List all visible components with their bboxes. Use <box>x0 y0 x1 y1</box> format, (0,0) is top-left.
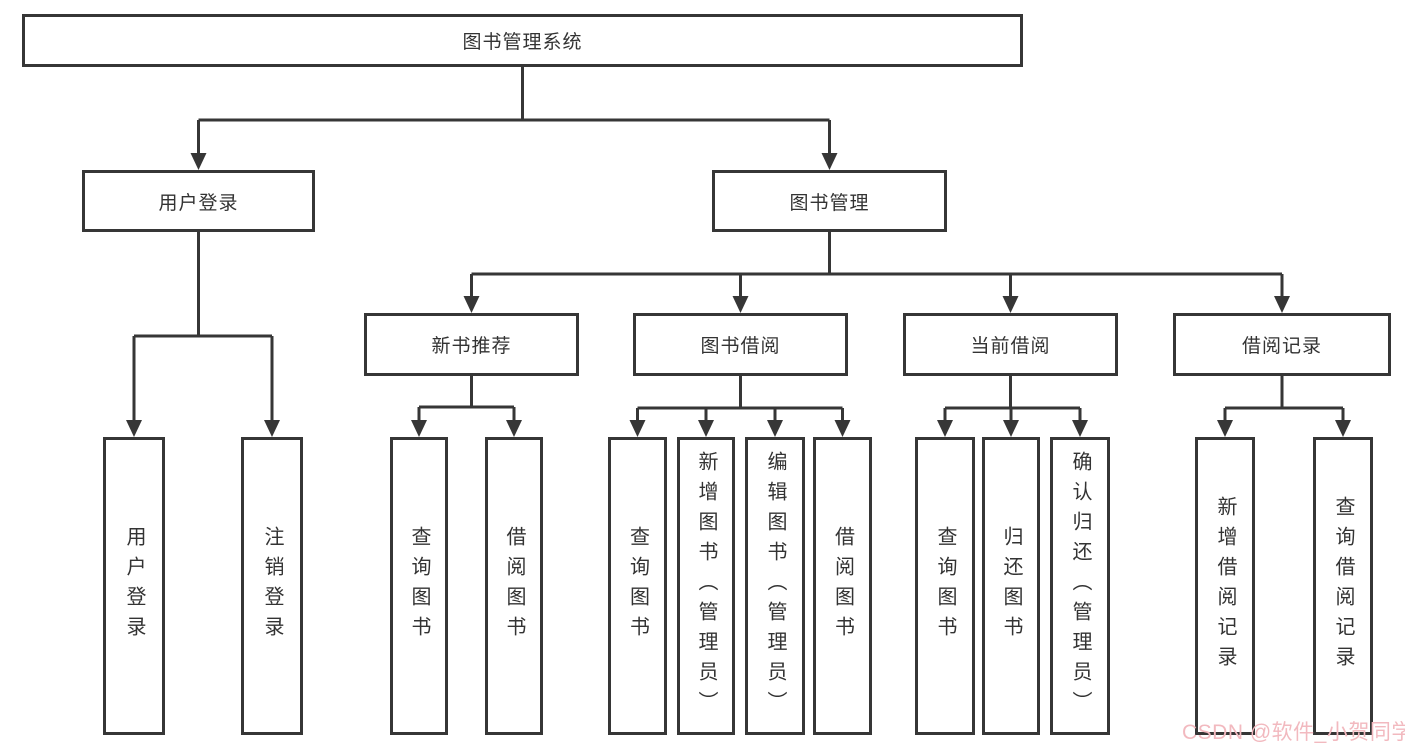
node-label: 图书管理系统 <box>462 32 583 53</box>
node-label: 查询图书 <box>626 526 649 646</box>
arrow-down-icon <box>411 420 427 437</box>
watermark: CSDN @软件_小贺同学 <box>1182 721 1405 744</box>
arrow-down-icon <box>821 153 838 170</box>
arrow-down-icon <box>1002 296 1019 313</box>
arrow-down-icon <box>629 420 646 437</box>
arrow-down-icon <box>463 296 480 313</box>
node-library-management-system: 图书管理系统 <box>22 14 1023 67</box>
node-book-management: 图书管理 <box>712 170 947 232</box>
leaf-borrow-books-borrowing: 借阅图书 <box>813 437 872 735</box>
arrow-down-icon <box>698 420 714 437</box>
arrow-down-icon <box>126 420 142 437</box>
node-label: 用户登录 <box>123 526 145 646</box>
node-label: 新书推荐 <box>431 336 512 357</box>
node-label: 查询图书 <box>408 526 430 646</box>
leaf-query-borrow-record: 查询借阅记录 <box>1313 437 1373 735</box>
node-label: 注销登录 <box>261 526 283 646</box>
node-label: 图书管理 <box>789 192 870 214</box>
arrow-down-icon <box>264 420 280 437</box>
arrow-down-icon <box>506 420 522 437</box>
node-user-login: 用户登录 <box>82 170 315 232</box>
node-label: 新增图书（管理员） <box>695 451 717 721</box>
leaf-return-books: 归还图书 <box>982 437 1040 735</box>
node-label: 借阅记录 <box>1241 336 1322 357</box>
node-label: 新增借阅记录 <box>1214 496 1236 676</box>
node-book-borrowing: 图书借阅 <box>633 313 848 376</box>
arrow-down-icon <box>834 420 851 437</box>
leaf-add-borrow-record: 新增借阅记录 <box>1195 437 1255 735</box>
leaf-add-books-admin: 新增图书（管理员） <box>677 437 735 735</box>
node-label: 借阅图书 <box>831 526 854 646</box>
leaf-user-login: 用户登录 <box>103 437 165 735</box>
node-label: 当前借阅 <box>970 336 1051 357</box>
arrow-down-icon <box>1274 296 1290 313</box>
node-label: 编辑图书（管理员） <box>764 451 786 721</box>
arrow-down-icon <box>1003 420 1019 437</box>
node-label: 查询图书 <box>934 526 956 646</box>
arrow-down-icon <box>1217 420 1233 437</box>
arrow-down-icon <box>937 420 953 437</box>
node-label: 用户登录 <box>158 192 239 214</box>
node-label: 查询借阅记录 <box>1332 496 1354 676</box>
leaf-confirm-return-admin: 确认归还（管理员） <box>1050 437 1110 735</box>
leaf-edit-books-admin: 编辑图书（管理员） <box>745 437 805 735</box>
leaf-borrow-books-recommend: 借阅图书 <box>485 437 543 735</box>
leaf-query-books-current: 查询图书 <box>915 437 975 735</box>
arrow-down-icon <box>767 420 783 437</box>
node-new-book-recommendation: 新书推荐 <box>364 313 579 376</box>
arrow-down-icon <box>190 153 207 170</box>
leaf-query-books-borrowing: 查询图书 <box>608 437 667 735</box>
leaf-logout: 注销登录 <box>241 437 303 735</box>
node-borrowing-records: 借阅记录 <box>1173 313 1391 376</box>
node-label: 归还图书 <box>1000 526 1022 646</box>
arrow-down-icon <box>1072 420 1088 437</box>
arrow-down-icon <box>732 296 749 313</box>
node-label: 图书借阅 <box>700 336 781 357</box>
node-label: 借阅图书 <box>503 526 525 646</box>
arrowheads <box>126 153 1351 437</box>
leaf-query-books-recommend: 查询图书 <box>390 437 448 735</box>
arrow-down-icon <box>1335 420 1351 437</box>
node-current-borrowing: 当前借阅 <box>903 313 1118 376</box>
node-label: 确认归还（管理员） <box>1069 451 1091 721</box>
